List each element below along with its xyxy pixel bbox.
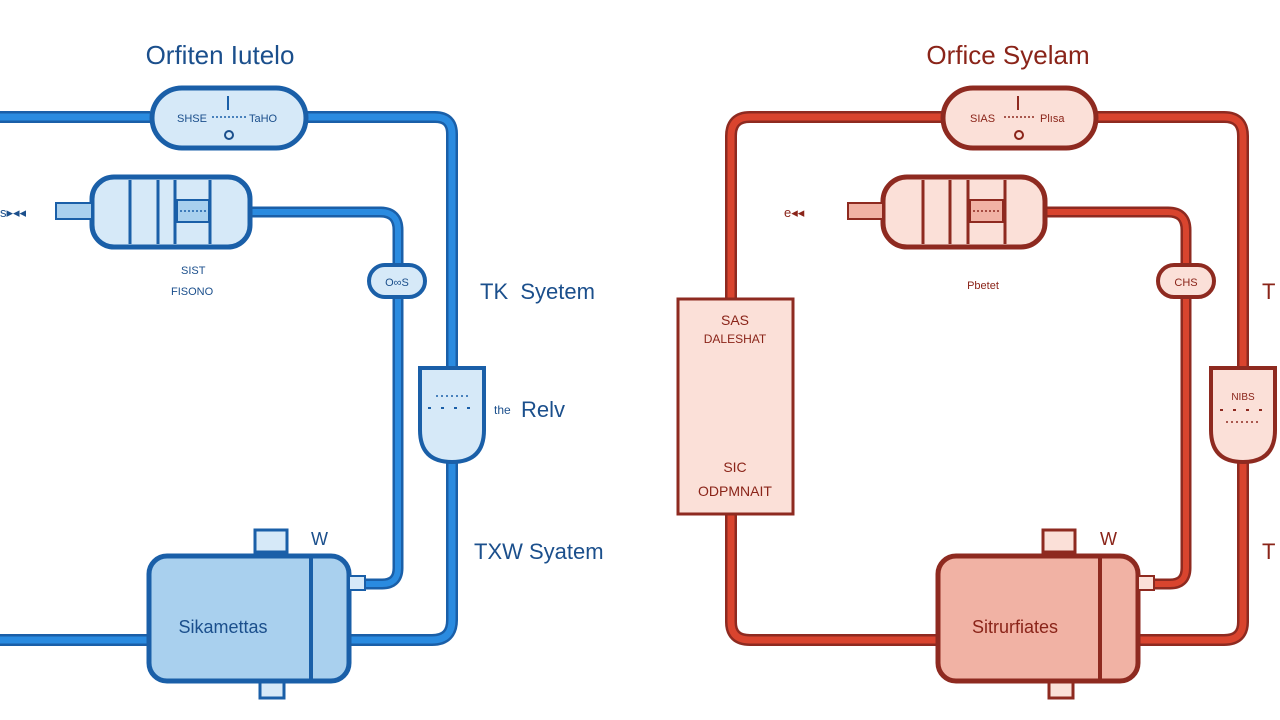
- blue-inner-loop-pipe-inner: [250, 209, 401, 587]
- red-tank-label: Sitrurfiates: [972, 617, 1058, 637]
- red-sensor-text: CHS: [1174, 277, 1197, 289]
- red-title: Orfice Syelam: [926, 40, 1089, 70]
- blue-gauge-right-text: TaHO: [249, 113, 278, 125]
- red-gauge-dial-icon: [1014, 130, 1024, 140]
- red-tank: Sitrurfiates W: [935, 528, 1155, 700]
- blue-inlet-text: s▸◂◂: [0, 205, 27, 220]
- blue-top-gauge: SHSE TaHO: [149, 85, 309, 151]
- red-panel-label-3: SIC: [723, 459, 746, 475]
- red-top-gauge: SIAS Plısa: [940, 85, 1099, 151]
- red-sensor: CHS: [1156, 263, 1216, 299]
- red-panel-label-1: SAS: [721, 312, 749, 328]
- blue-title: Orfiten Iutelo: [146, 40, 295, 70]
- red-valve: NIBS: [1209, 366, 1277, 465]
- red-edge-label-1: T: [1262, 279, 1275, 304]
- blue-sensor-text: O∞S: [385, 277, 409, 289]
- red-compressor: e◂◂: [784, 174, 1048, 250]
- blue-side-label-2: TXW Syatem: [474, 539, 604, 564]
- blue-compressor-label-2: FISONO: [171, 286, 214, 298]
- blue-system: SHSE TaHO s▸◂◂ SIST FISONO O∞S: [0, 40, 604, 700]
- red-valve-label: NIBS: [1231, 392, 1255, 403]
- red-panel-label-4: ODPMNAIT: [698, 483, 772, 499]
- blue-side-label-1: TK Syetem: [480, 279, 595, 304]
- red-compressor-label: Pbetet: [967, 280, 999, 292]
- red-system: SIAS Plısa e◂◂ Pbetet CHS SAS DALESHAT S…: [676, 40, 1277, 700]
- blue-tank-tag: W: [311, 529, 328, 549]
- red-control-panel: SAS DALESHAT SIC ODPMNAIT: [676, 297, 795, 516]
- blue-gauge-dial-icon: [224, 130, 234, 140]
- red-inner-loop-pipe-inner: [1045, 209, 1189, 587]
- red-edge-label-2: T: [1262, 539, 1275, 564]
- blue-tank-label: Sikamettas: [178, 617, 267, 637]
- red-tank-tag: W: [1100, 529, 1117, 549]
- red-gauge-left-text: SIAS: [970, 113, 995, 125]
- red-panel-label-2: DALESHAT: [704, 332, 767, 346]
- blue-compressor: s▸◂◂: [0, 174, 253, 250]
- blue-valve-label: Relv: [521, 397, 565, 422]
- red-inlet-text: e◂◂: [784, 205, 805, 220]
- blue-sensor: O∞S: [367, 263, 427, 299]
- blue-valve: [418, 366, 486, 465]
- blue-compressor-label-1: SIST: [181, 265, 206, 277]
- blue-tank: Sikamettas W: [146, 528, 366, 700]
- blue-valve-prefix: the: [494, 403, 511, 417]
- blue-gauge-left-text: SHSE: [177, 113, 207, 125]
- red-gauge-right-text: Plısa: [1040, 113, 1065, 125]
